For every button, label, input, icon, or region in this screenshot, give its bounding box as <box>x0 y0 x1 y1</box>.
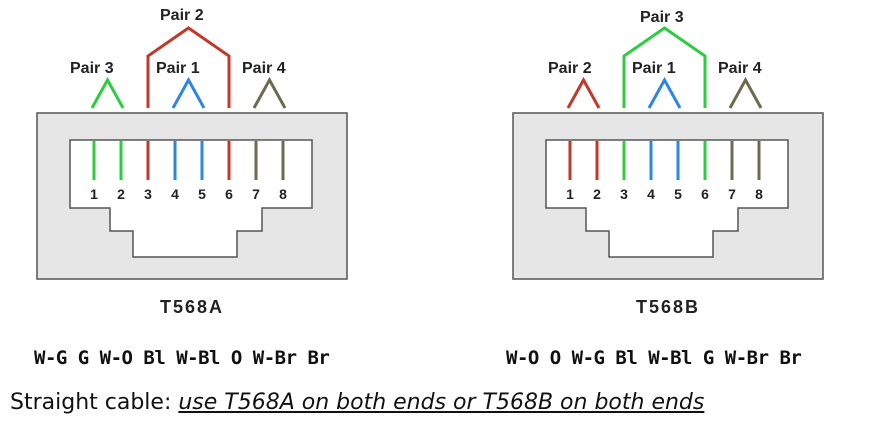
pin-number: 2 <box>117 186 125 202</box>
pair-indicator <box>171 76 206 109</box>
pair-label: Pair 3 <box>640 9 684 26</box>
pin-number: 7 <box>252 186 260 202</box>
color-codes-t568b: W-O O W-G Bl W-Bl G W-Br Br <box>506 347 802 369</box>
pin-number: 4 <box>171 186 179 202</box>
pin-number: 2 <box>593 186 601 202</box>
standard-title: T568B <box>636 297 700 317</box>
split-pair-indicator <box>146 26 231 108</box>
pin-number: 8 <box>279 186 287 202</box>
pin-number: 5 <box>198 186 206 202</box>
pin-number: 8 <box>755 186 763 202</box>
pin-number: 3 <box>144 186 152 202</box>
jack-opening <box>545 139 789 258</box>
pin-number: 7 <box>728 186 736 202</box>
footer-lead: Straight cable: <box>10 390 179 415</box>
footer-note: use T568A on both ends or T568B on both … <box>178 390 705 415</box>
pair-label: Pair 2 <box>160 7 204 24</box>
pair-indicator <box>728 76 763 109</box>
pair-indicator <box>252 76 287 109</box>
pin-number: 5 <box>674 186 682 202</box>
pin-number: 6 <box>701 186 709 202</box>
connector-t568b: Pair 2 Pair 3 Pair 1 Pair 4 1 2 3 4 5 6 7 8 T56… <box>512 9 824 317</box>
pair-label: Pair 3 <box>70 60 114 77</box>
wiring-diagram: Pair 3 Pair 2 Pair 1 Pair 4 1 2 3 4 5 6 7 8 T56… <box>36 7 824 317</box>
pair-indicator <box>647 76 682 109</box>
connector-t568a: Pair 3 Pair 2 Pair 1 Pair 4 1 2 3 4 5 6 7 8 T56… <box>36 7 348 317</box>
pin-number: 6 <box>225 186 233 202</box>
pin-number: 1 <box>566 186 574 202</box>
pair-label: Pair 1 <box>632 60 676 77</box>
pair-label: Pair 4 <box>718 60 762 77</box>
pair-label: Pair 4 <box>242 60 286 77</box>
pin-number: 3 <box>620 186 628 202</box>
footer-caption: Straight cable: use T568A on both ends o… <box>10 390 704 415</box>
color-codes-t568a: W-G G W-O Bl W-Bl O W-Br Br <box>34 347 330 369</box>
pair-label: Pair 1 <box>156 60 200 77</box>
pair-indicator <box>90 76 125 109</box>
pair-label: Pair 2 <box>548 60 592 77</box>
pin-number: 4 <box>647 186 655 202</box>
split-pair-indicator <box>622 26 707 108</box>
pin-number: 1 <box>90 186 98 202</box>
jack-opening <box>69 139 313 258</box>
standard-title: T568A <box>160 297 224 317</box>
pair-indicator <box>566 76 601 109</box>
